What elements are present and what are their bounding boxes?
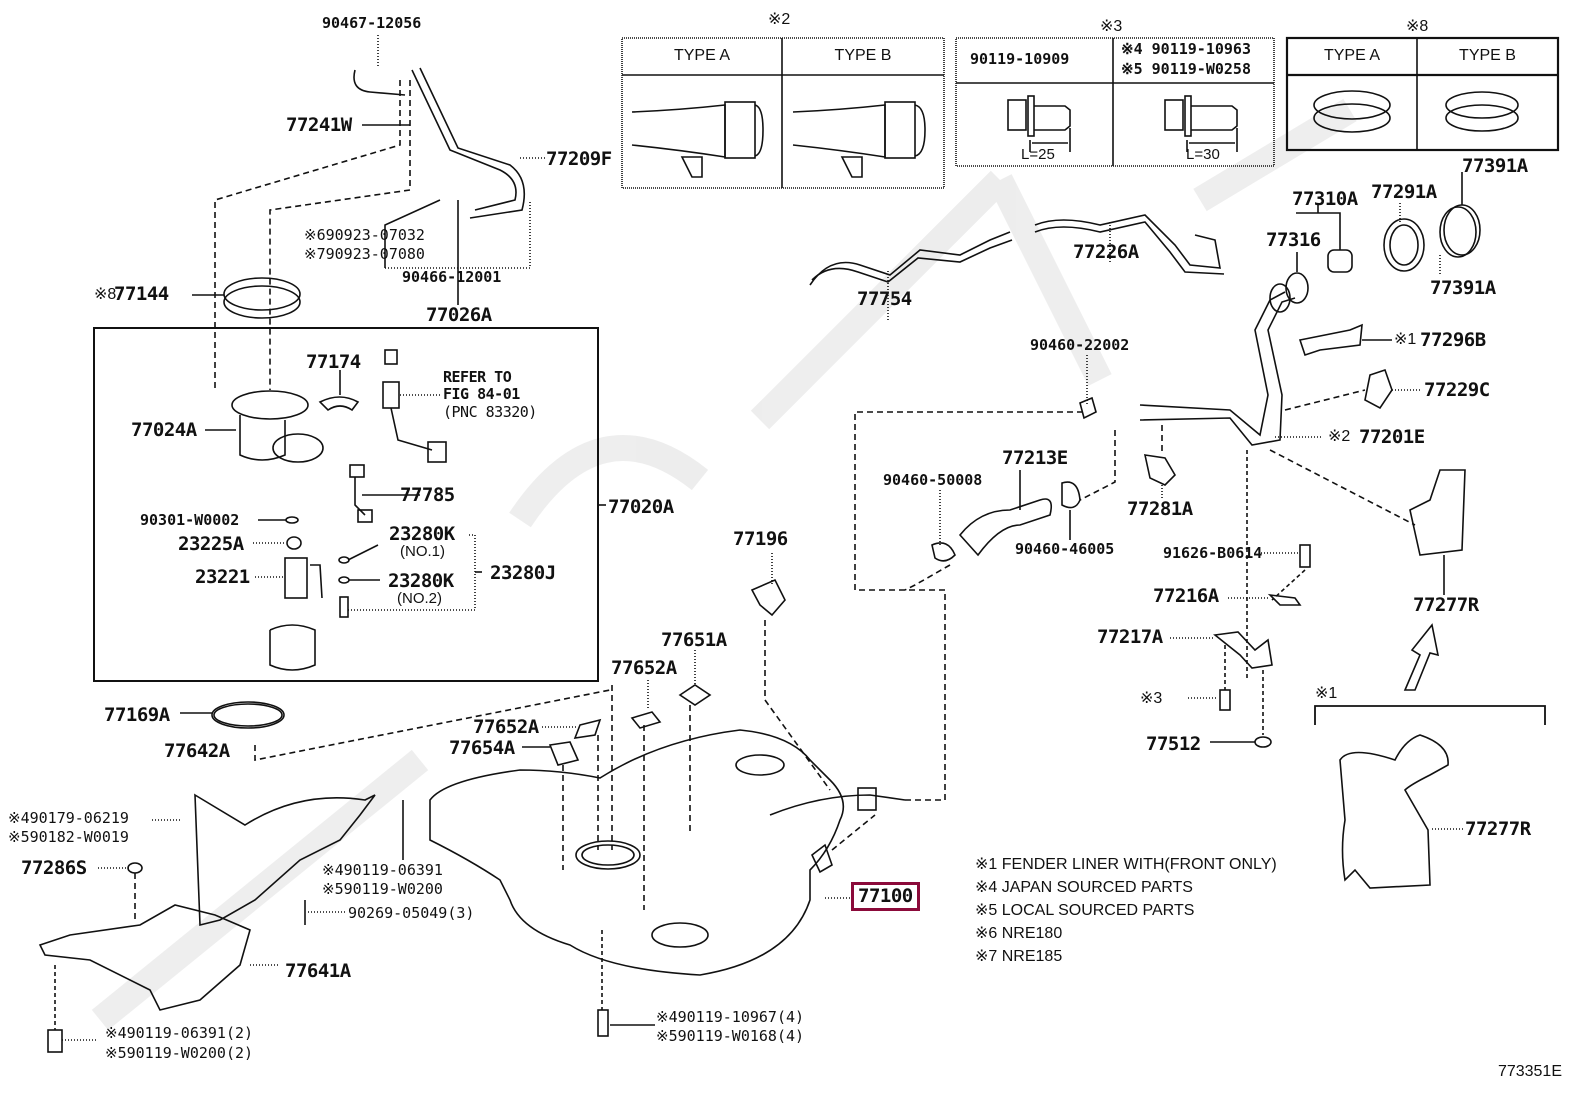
part-90301-W0002[interactable]: 90301-W0002 — [140, 511, 240, 529]
part-77229C[interactable]: 77229C — [1424, 379, 1490, 401]
part-77020A[interactable]: 77020A — [608, 496, 674, 518]
part-77201E-mark: ※2 — [1328, 428, 1351, 445]
part-90119-06391[interactable]: ※490119-06391 — [322, 861, 443, 879]
part-90119-W0168[interactable]: ※590119-W0168(4) — [656, 1027, 805, 1045]
part-77174[interactable]: 77174 — [306, 351, 361, 373]
part-77226A[interactable]: 77226A — [1073, 241, 1139, 263]
part-90460-50008[interactable]: 90460-50008 — [883, 471, 983, 489]
part-77277R[interactable]: 77277R — [1465, 818, 1531, 840]
part-90923-07032[interactable]: ※690923-07032 — [304, 226, 425, 244]
fuel-tank — [429, 411, 1085, 1037]
part-mark-3: ※3 — [1140, 690, 1163, 707]
part-77024A[interactable]: 77024A — [131, 419, 197, 441]
part-90119-W0200[interactable]: ※590119-W0200 — [322, 880, 443, 898]
part-90923-07080[interactable]: ※790923-07080 — [304, 245, 425, 263]
part-77100-highlighted[interactable]: 77100 — [851, 882, 920, 911]
part-77286S[interactable]: 77286S — [21, 857, 87, 879]
part-77026A[interactable]: 77026A — [426, 304, 492, 326]
type-box-2-col-b: TYPE B — [834, 47, 892, 64]
tube-assembly — [192, 35, 545, 390]
part-77296B-mark: ※1 — [1394, 331, 1417, 348]
part-77642A[interactable]: 77642A — [164, 740, 230, 762]
part-77144-mark: ※8 — [94, 286, 117, 303]
part-77316[interactable]: 77316 — [1266, 229, 1321, 251]
bolt-box-3-left-length: L=25 — [1021, 146, 1055, 163]
part-23221[interactable]: 23221 — [195, 566, 250, 588]
part-77241W[interactable]: 77241W — [286, 114, 352, 136]
type-box-8 — [1285, 36, 1560, 152]
note-1: ※1 FENDER LINER WITH(FRONT ONLY) — [975, 856, 1277, 873]
bolt-box-3-right-length: L=30 — [1186, 146, 1220, 163]
part-90460-22002[interactable]: 90460-22002 — [1030, 336, 1130, 354]
part-77512[interactable]: 77512 — [1146, 733, 1201, 755]
part-77391A-top[interactable]: 77391A — [1462, 155, 1528, 177]
part-23225A[interactable]: 23225A — [178, 533, 244, 555]
part-77217A[interactable]: 77217A — [1097, 626, 1163, 648]
part-77216A[interactable]: 77216A — [1153, 585, 1219, 607]
bolt-box-3-right-part-1[interactable]: ※4 90119-10963 — [1121, 40, 1251, 58]
part-91626-B0614[interactable]: 91626-B0614 — [1163, 544, 1263, 562]
part-77291A[interactable]: 77291A — [1371, 181, 1437, 203]
part-77144[interactable]: 77144 — [114, 283, 169, 305]
note-4: ※4 JAPAN SOURCED PARTS — [975, 879, 1193, 896]
part-77201E[interactable]: 77201E — [1359, 426, 1425, 448]
part-77641A[interactable]: 77641A — [285, 960, 351, 982]
part-23280K-no1[interactable]: 23280K — [389, 523, 455, 545]
part-77785[interactable]: 77785 — [400, 484, 455, 506]
part-23280K-no2[interactable]: 23280K — [388, 570, 454, 592]
type-box-2 — [621, 37, 945, 189]
part-77754[interactable]: 77754 — [857, 288, 912, 310]
type-box-2-col-a: TYPE A — [673, 47, 731, 64]
note-6: ※6 NRE180 — [975, 925, 1063, 942]
note-7: ※7 NRE185 — [975, 948, 1063, 965]
part-90179-06219[interactable]: ※490179-06219 — [8, 809, 129, 827]
part-90119-W0200-2[interactable]: ※590119-W0200(2) — [105, 1044, 254, 1062]
part-90182-W0019[interactable]: ※590182-W0019 — [8, 828, 129, 846]
part-77281A[interactable]: 77281A — [1127, 498, 1193, 520]
part-23280J[interactable]: 23280J — [490, 562, 556, 584]
part-77277R-top[interactable]: 77277R — [1413, 594, 1479, 616]
filler-neck-parts — [809, 172, 1481, 748]
part-77651A[interactable]: 77651A — [661, 629, 727, 651]
type-box-8-mark: ※8 — [1406, 18, 1429, 35]
part-77296B[interactable]: 77296B — [1420, 329, 1486, 351]
part-77654A[interactable]: 77654A — [449, 737, 515, 759]
part-77213E[interactable]: 77213E — [1002, 447, 1068, 469]
drawing-number: 773351E — [1497, 1063, 1562, 1080]
type-box-8-col-b: TYPE B — [1459, 47, 1516, 64]
fender-liner-mark: ※1 — [1315, 685, 1338, 702]
refer-to-line-2[interactable]: FIG 84-01 — [443, 385, 520, 403]
bolt-box-3-mark: ※3 — [1100, 18, 1123, 35]
part-77209F[interactable]: 77209F — [546, 148, 612, 170]
part-90269-05049[interactable]: 90269-05049(3) — [348, 904, 475, 922]
type-box-8-col-a: TYPE A — [1323, 47, 1381, 64]
bolt-box-3-right-part-2[interactable]: ※5 90119-W0258 — [1121, 60, 1251, 78]
bolt-box-3-left-part[interactable]: 90119-10909 — [970, 50, 1070, 68]
part-23280K-no2-sub: (NO.2) — [397, 590, 442, 607]
part-77169A[interactable]: 77169A — [104, 704, 170, 726]
part-77196[interactable]: 77196 — [733, 528, 788, 550]
type-box-2-mark: ※2 — [768, 11, 791, 28]
fender-liner-parts — [38, 689, 611, 1053]
note-5: ※5 LOCAL SOURCED PARTS — [975, 902, 1195, 919]
part-23280K-no1-sub: (NO.1) — [400, 543, 445, 560]
refer-to-line-1: REFER TO — [443, 368, 512, 386]
pump-components — [205, 349, 482, 671]
part-77652A-upper[interactable]: 77652A — [611, 657, 677, 679]
part-77391A[interactable]: 77391A — [1430, 277, 1496, 299]
part-90119-06391-2[interactable]: ※490119-06391(2) — [105, 1024, 254, 1042]
refer-to-line-3: (PNC 83320) — [443, 403, 537, 421]
part-90119-10967[interactable]: ※490119-10967(4) — [656, 1008, 805, 1026]
part-90467-12056[interactable]: 90467-12056 — [322, 14, 422, 32]
part-77652A-lower[interactable]: 77652A — [473, 716, 539, 738]
part-90460-46005[interactable]: 90460-46005 — [1015, 540, 1115, 558]
part-90466-12001[interactable]: 90466-12001 — [402, 268, 502, 286]
part-77310A[interactable]: 77310A — [1292, 188, 1358, 210]
rear-fender-liner — [1314, 705, 1546, 889]
watermark — [91, 98, 1357, 1031]
bolt-box-3 — [955, 37, 1275, 167]
